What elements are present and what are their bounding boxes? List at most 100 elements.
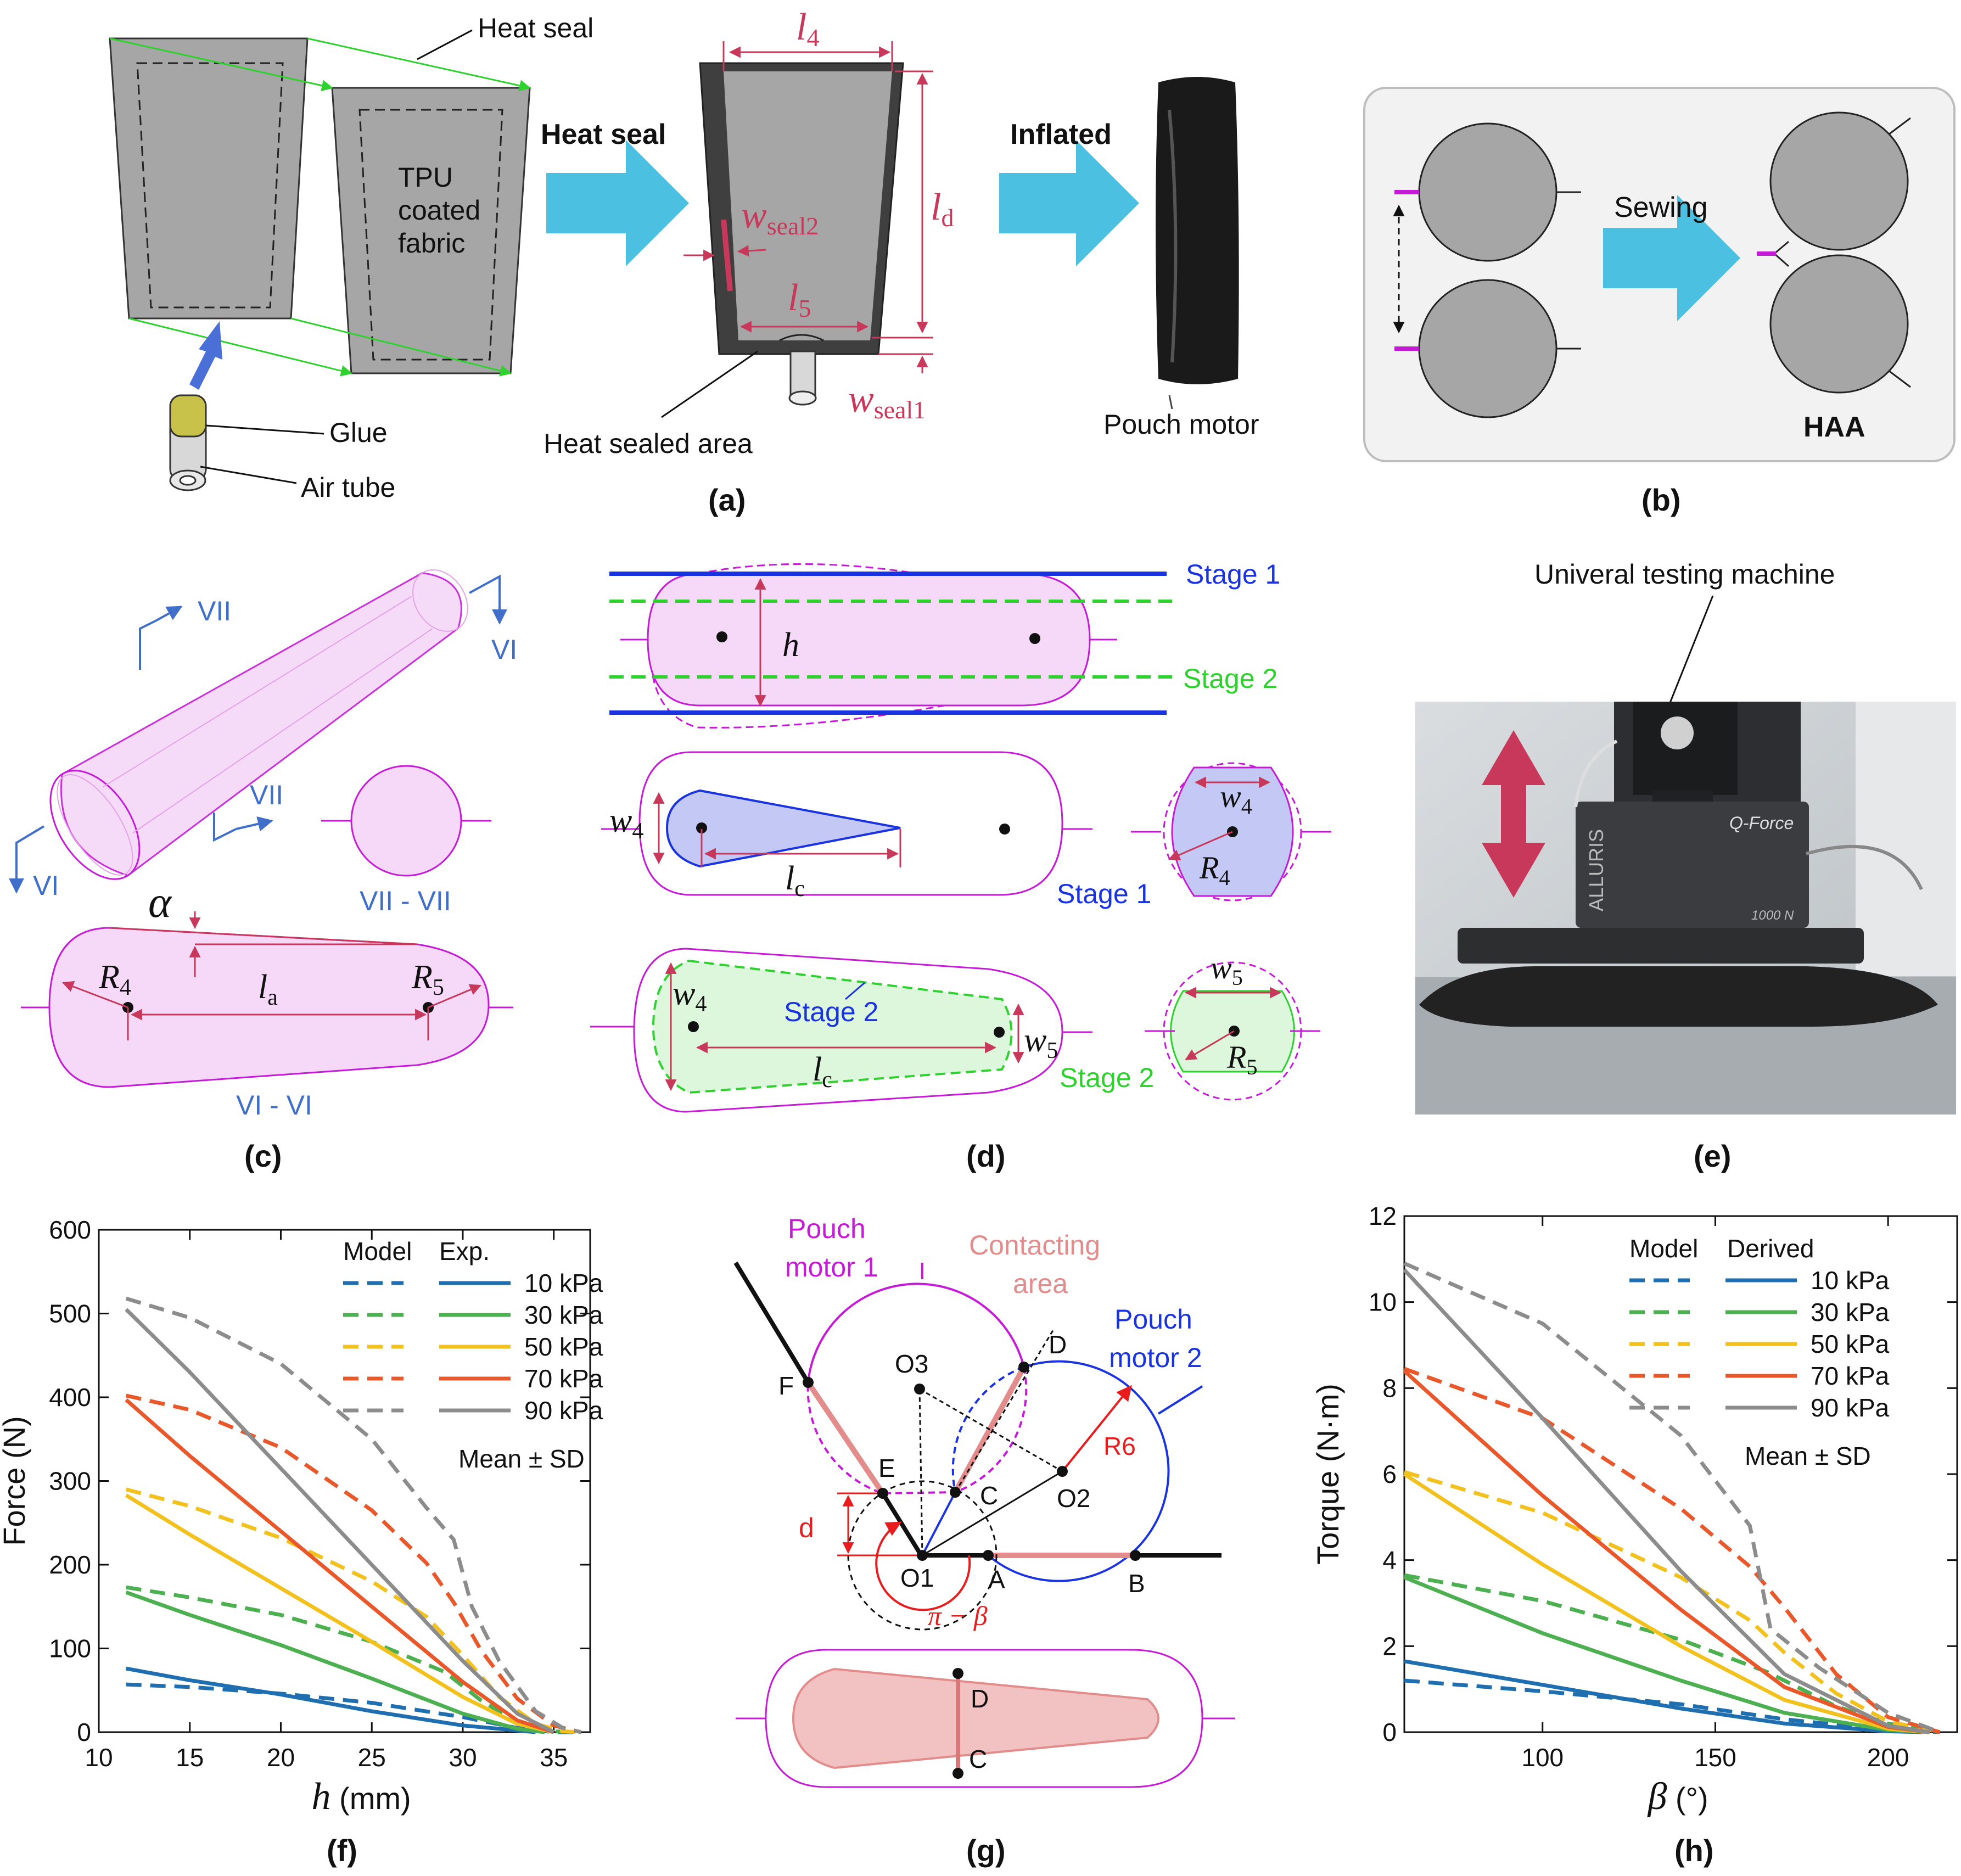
section-marker-vii [156,606,183,621]
y-tick-label: 300 [49,1467,91,1496]
legend-entry: 10 kPa [524,1269,603,1297]
process-arrow-heat-seal [546,140,689,266]
x-tick-label: 100 [1521,1743,1564,1772]
fabric-sheet-right-dashed-outline [358,109,503,361]
label-D: D [1049,1330,1067,1359]
x-tick-label: 35 [540,1743,568,1772]
legend-entry: 30 kPa [524,1301,603,1329]
section-marker-vi [469,574,501,604]
panel-b: Sewing HAA (b) [1363,87,1956,517]
pouch-air-tube [789,350,816,399]
compressed-pouch [1419,966,1938,1027]
legend-entry: 90 kPa [1811,1393,1890,1422]
inflated-step-label: Inflated [1010,119,1112,150]
panel-g: R6 d π − β F E C D O3 O2 O1 A B Pouch mo… [733,1213,1235,1868]
r5-label: R5 [1226,1039,1257,1079]
y-tick-label: 100 [49,1634,91,1663]
d1-shape [647,573,1091,707]
label-C: C [980,1481,998,1510]
r5-radius [1185,1030,1235,1061]
panel-b-caption: (b) [1641,483,1681,517]
pouch-motor-highlight [1168,109,1178,363]
heat-seal-leader [417,29,473,60]
panel-d: h Stage 1 Stage 2 w4 lc Stage 1 w4 R4 [590,559,1331,1173]
heat-seal-step-label: Heat seal [541,119,666,150]
center-point [999,824,1010,835]
g2-contact-shape [792,1667,1159,1769]
center-point [696,822,707,833]
contact-line-fe [805,1381,886,1495]
y-tick-label: 0 [77,1718,91,1746]
legend-entry: 50 kPa [1811,1330,1890,1358]
point-O3 [914,1384,925,1395]
x-tick-label: 10 [85,1743,113,1772]
x-tick-label: 200 [1867,1743,1909,1772]
o1-o2-line [922,1470,1063,1556]
pouch-motor-leader [1168,395,1173,410]
section-vii-circle [350,765,462,877]
pi-beta-label: π − β [928,1600,988,1631]
machine-knob [1661,716,1694,749]
point-B [1130,1550,1141,1561]
panel-f-caption: (f) [327,1833,357,1868]
construction-line [918,1388,923,1556]
legend-note: Mean ± SD [458,1444,585,1473]
section-marker-vii [236,816,273,832]
y-tick-label: 400 [49,1383,91,1412]
legend-entry: 10 kPa [1811,1266,1890,1295]
r5-radius [428,984,481,1009]
panel-g-caption: (g) [966,1833,1006,1868]
fabric-sheet-left [109,37,309,320]
pouch-motor-2-label: motor 2 [1109,1342,1202,1373]
w4-label: w4 [673,975,707,1017]
legend-header-model: Model [343,1237,412,1265]
series-exp-50-kPa [1403,1472,1930,1734]
center-point [716,631,727,642]
machine-label: Univeral testing machine [1534,559,1835,590]
legend-entry: 70 kPa [1811,1362,1890,1390]
panel-a-caption: (a) [708,483,746,517]
stage1-triangle [665,789,901,868]
alpha-line [109,927,418,945]
alignment-arrow [307,37,531,92]
legend-entry: 70 kPa [524,1364,603,1393]
pouch-motor-image [1156,77,1239,384]
label-B: B [1128,1569,1145,1598]
y-tick-label: 12 [1369,1202,1397,1230]
ld-label: ld [931,186,954,232]
series-exp-90-kPa [1403,1268,1930,1734]
tpu-label: fabric [398,228,465,259]
brand-label: ALLURIS [1585,829,1607,911]
series-model-90-kPa [125,1296,582,1734]
point-F [803,1377,814,1388]
panel-h-caption: (h) [1674,1833,1714,1868]
wseal1-label: wseal1 [848,378,926,424]
center-point [994,1027,1005,1038]
series-exp-70-kPa [1403,1369,1930,1734]
label-A: A [988,1565,1005,1594]
vii-label: VII [198,596,231,626]
glue-label: Glue [329,417,388,448]
compression-plate [1458,928,1864,964]
legend-header-model: Model [1629,1234,1698,1263]
point-O1 [917,1550,928,1561]
label-D: D [971,1684,989,1713]
y-tick-label: 8 [1382,1374,1397,1402]
air-tube-label: Air tube [301,472,395,503]
y-axis-label: Force (N) [0,1416,31,1545]
glue-band [169,394,207,438]
y-tick-label: 2 [1382,1632,1397,1660]
x-tick-label: 25 [358,1743,386,1772]
section-vi-shape [48,927,490,1088]
w4-label: w4 [1220,779,1252,819]
heat-seal-label: Heat seal [478,13,593,43]
section-vii-label: VII - VII [360,886,451,916]
glue-leader [205,424,324,435]
series-exp-50-kPa [125,1493,554,1734]
panel-c-caption: (c) [244,1139,282,1173]
dim-wseal2 [737,245,766,257]
heat-sealed-area-leader [661,350,758,418]
machine-column-dark [1633,702,1738,795]
x-tick-label: 15 [176,1743,204,1772]
tpu-label: coated [398,195,480,226]
